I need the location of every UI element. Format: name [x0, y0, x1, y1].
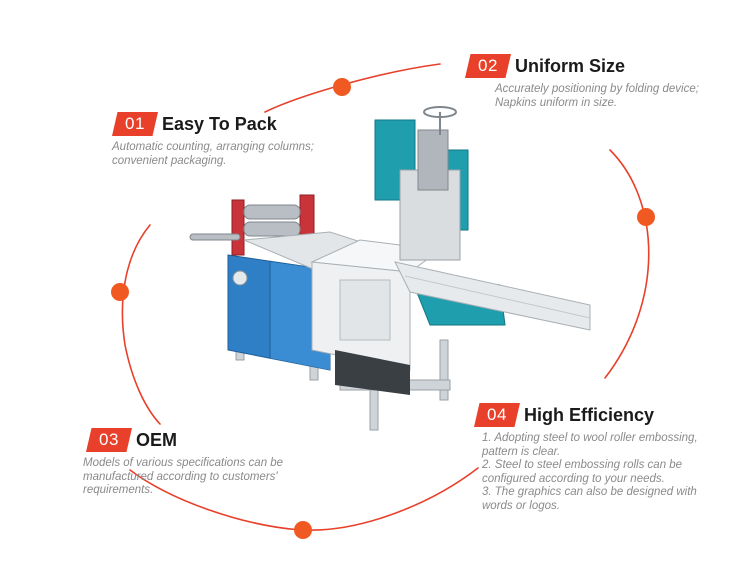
feature-description: Models of various specifications can be …: [83, 457, 284, 496]
feature-title: OEM: [136, 429, 178, 450]
feature-title: Uniform Size: [515, 55, 626, 76]
feature-title: High Efficiency: [524, 404, 655, 425]
ring-dot-left: [111, 283, 129, 301]
feature-description: Automatic counting, arranging columns; c…: [112, 141, 314, 167]
ring-arc-right: [604, 149, 650, 379]
ring-dot-right: [637, 208, 655, 226]
ring-arc-bottom-right: [304, 467, 479, 531]
feature-number-badge: 02: [465, 54, 511, 78]
feature-high-efficiency: 04 High Efficiency 1. Adopting steel to …: [474, 402, 698, 513]
feature-title: Easy To Pack: [162, 113, 277, 134]
feature-number-badge: 04: [474, 403, 520, 427]
ring-arc-bottom-left: [129, 469, 301, 531]
ring-arc-left: [121, 224, 161, 425]
feature-uniform-size: 02 Uniform Size Accurately positioning b…: [465, 53, 699, 110]
feature-description: 1. Adopting steel to wool roller embossi…: [482, 432, 698, 512]
feature-heading: 04 High Efficiency: [474, 402, 698, 428]
feature-oem: 03 OEM Models of various specifications …: [83, 427, 284, 498]
feature-description: Accurately positioning by folding device…: [495, 83, 699, 109]
feature-heading: 01 Easy To Pack: [112, 111, 314, 137]
feature-number-badge: 03: [86, 428, 132, 452]
feature-number-badge: 01: [112, 112, 158, 136]
ring-dot-bottom: [294, 521, 312, 539]
feature-easy-to-pack: 01 Easy To Pack Automatic counting, arra…: [112, 111, 314, 168]
ring-dot-top: [333, 78, 351, 96]
feature-heading: 02 Uniform Size: [465, 53, 699, 79]
feature-heading: 03 OEM: [86, 427, 283, 453]
